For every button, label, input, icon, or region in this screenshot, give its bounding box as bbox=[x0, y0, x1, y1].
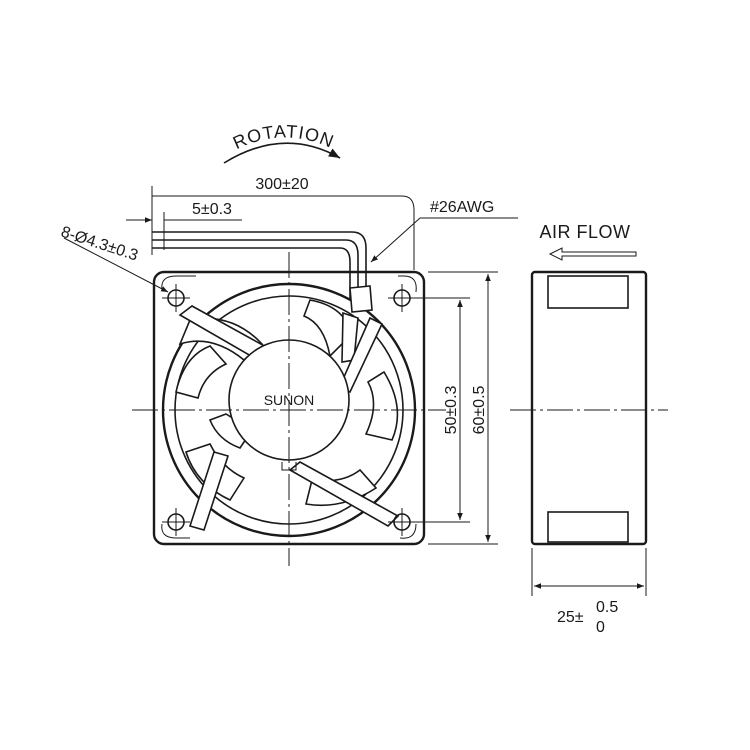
side-bottom-window bbox=[547, 511, 629, 543]
thickness-dimension: 25± 0.5 0 bbox=[531, 548, 647, 636]
side-body bbox=[530, 270, 648, 546]
side-top-window bbox=[547, 275, 629, 309]
mount-hole-bottom-left bbox=[162, 508, 190, 536]
thickness-tolerance-lower: 0 bbox=[596, 619, 605, 636]
wire-gauge-label: #26AWG bbox=[430, 199, 494, 216]
hole-spacing-dimension: 50±0.3 bbox=[406, 297, 470, 523]
mount-hole-top-left bbox=[162, 284, 190, 312]
wire-gauge-callout: #26AWG bbox=[370, 199, 518, 263]
fan-struts bbox=[178, 305, 400, 531]
frame-size-dimension: 60±0.5 bbox=[428, 271, 498, 545]
fan-side-view: AIR FLOW bbox=[510, 222, 668, 546]
strip-length-label: 5±0.3 bbox=[192, 201, 232, 218]
lead-wires bbox=[151, 231, 367, 300]
mount-holes-label: 8-Ø4.3±0.3 bbox=[59, 224, 140, 265]
rotation-indicator: ROTATION bbox=[223, 121, 341, 164]
air-flow-arrow bbox=[548, 247, 637, 261]
strip-length-dimension: 5±0.3 bbox=[126, 201, 242, 250]
thickness-tolerance-upper: 0.5 bbox=[596, 599, 618, 616]
lead-length-dimension: 300±20 bbox=[151, 176, 415, 270]
hole-spacing-label: 50±0.3 bbox=[443, 385, 460, 434]
rotation-arrow bbox=[223, 142, 341, 164]
thickness-label: 25± bbox=[557, 609, 584, 626]
air-flow-label: AIR FLOW bbox=[539, 222, 630, 242]
rotation-label: ROTATION bbox=[230, 121, 337, 153]
fan-front-view: SUNON bbox=[132, 252, 446, 566]
lead-length-label: 300±20 bbox=[255, 176, 308, 193]
frame-size-label: 60±0.5 bbox=[471, 385, 488, 434]
